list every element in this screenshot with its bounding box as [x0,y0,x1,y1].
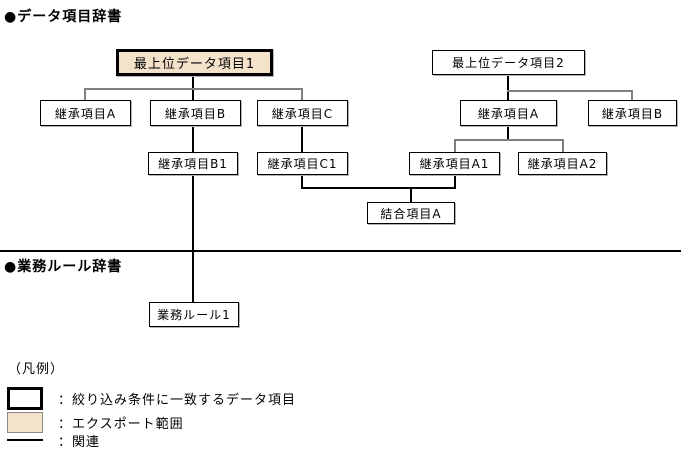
connector-drop-to-join-a [410,187,412,202]
connector-c1-down-stub [301,175,303,189]
node-top-data-item-1: 最上位データ項目1 [116,49,273,76]
legend-item-export-range: ：エクスポート範囲 [7,412,184,433]
node-inherit-item-c-left: 継承項目C [257,100,348,126]
node-business-rule-1: 業務ルール1 [149,302,239,327]
node-inherit-item-b-left: 継承項目B [150,100,241,126]
connector-inherit-a-right-down-stub [507,126,509,140]
legend-swatch-relation-line [7,439,43,441]
section-title-data-item-dictionary: ●データ項目辞書 [4,9,123,25]
node-top-data-item-2: 最上位データ項目2 [432,50,585,75]
legend-title: （凡例） [8,362,65,377]
connector-drop-inherit-c-left [301,88,303,100]
legend-label-filtered-item: ：絞り込み条件に一致するデータ項目 [58,393,297,408]
connector-bus-top1-children [84,88,303,90]
connector-bus-inherit-a-children [454,139,564,141]
node-join-item-a: 結合項目A [367,202,455,224]
connector-drop-a1 [454,139,456,152]
legend-swatch-filtered-item [7,387,43,410]
legend-swatch-export-range [7,412,43,433]
connector-join-bus [301,187,456,189]
connector-a1-down-stub [454,175,456,189]
node-inherit-item-a-left: 継承項目A [40,100,131,126]
legend-label-relation: ：関連 [58,434,101,450]
connector-inherit-c-to-c1 [301,126,303,152]
node-inherit-item-c1: 継承項目C1 [257,152,348,175]
connector-drop-inherit-b-right [631,90,633,100]
section-title-business-rule-dictionary: ●業務ルール辞書 [4,259,123,275]
connector-drop-inherit-a-left [84,88,86,100]
connector-b1-to-business-rule1 [192,175,194,302]
legend-item-relation: ：関連 [7,431,101,450]
connector-inherit-b-to-b1 [192,126,194,152]
legend-label-export-range: ：エクスポート範囲 [58,417,184,432]
node-inherit-item-a2: 継承項目A2 [518,152,607,175]
section-divider-line [0,250,681,252]
legend-item-filtered-data-item: ：絞り込み条件に一致するデータ項目 [7,387,296,410]
node-inherit-item-a-right: 継承項目A [460,100,557,126]
connector-top2-to-inherit-a [507,75,509,100]
node-inherit-item-a1: 継承項目A1 [409,152,500,175]
connector-bus-top2-children [507,90,633,92]
node-inherit-item-b1: 継承項目B1 [148,152,238,175]
node-inherit-item-b-right: 継承項目B [588,100,677,126]
connector-drop-a2 [562,139,564,152]
